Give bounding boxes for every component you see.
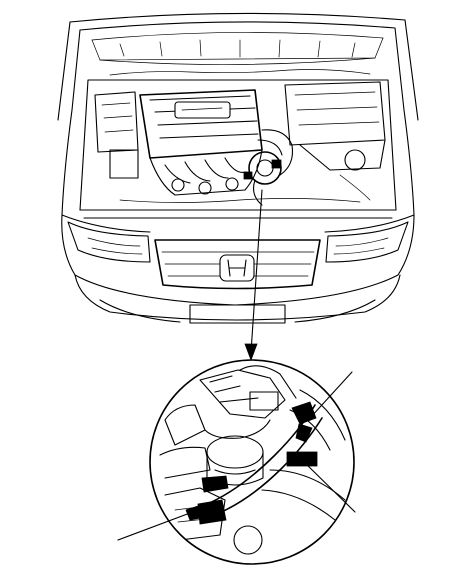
- right-headlight: [325, 221, 409, 263]
- connector-2: [286, 451, 318, 467]
- connector-3: [197, 499, 227, 525]
- callout-leaders: [117, 371, 356, 541]
- connector-1-tab: [295, 423, 313, 443]
- grille: [154, 239, 321, 290]
- callout-line-3: [117, 509, 199, 541]
- callout-line-2: [301, 459, 356, 513]
- engine-bay: [61, 69, 415, 219]
- detail-pointer-arrow: [244, 189, 263, 362]
- car-front: [61, 214, 415, 324]
- connector-3-plug: [185, 505, 201, 521]
- license-plate: [189, 304, 286, 324]
- left-headlight: [67, 221, 151, 263]
- connector-1: [291, 401, 317, 425]
- open-hood: [57, 12, 419, 121]
- detail-magnified-view: [149, 359, 355, 565]
- callout-line-1: [309, 371, 353, 419]
- connector-3-upper: [201, 475, 229, 493]
- car-body: [57, 12, 419, 324]
